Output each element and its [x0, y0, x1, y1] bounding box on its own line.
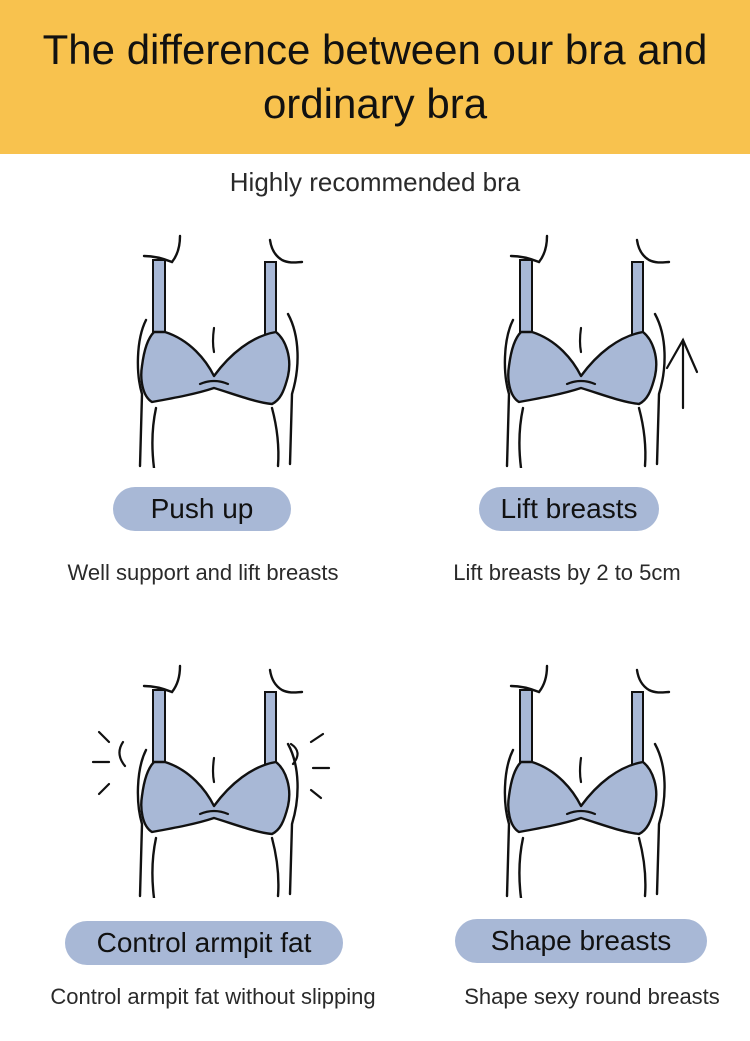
- feature-card-control-armpit-fat: Control armpit fat Control armpit fat wi…: [15, 658, 376, 1028]
- feature-description: Shape sexy round breasts: [464, 984, 720, 1009]
- feature-description: Lift breasts by 2 to 5cm: [453, 560, 681, 585]
- up-arrow-icon: [665, 337, 699, 410]
- feature-label: Shape breasts: [455, 919, 707, 963]
- bra-illustration-with-up-arrow-icon: [503, 234, 699, 468]
- banner-title: The difference between our bra and ordin…: [42, 26, 708, 127]
- header-banner: The difference between our bra and ordin…: [0, 0, 750, 154]
- feature-card-shape-breasts: Shape breasts Shape sexy round breasts: [385, 658, 745, 1028]
- bra-illustration-icon: [503, 664, 671, 898]
- feature-label: Push up: [113, 487, 291, 531]
- feature-description: Well support and lift breasts: [67, 560, 339, 585]
- feature-label: Lift breasts: [479, 487, 659, 531]
- feature-card-push-up: Push up Well support and lift breasts: [15, 228, 375, 598]
- feature-description: Control armpit fat without slipping: [50, 984, 376, 1009]
- subtitle: Highly recommended bra: [229, 167, 521, 197]
- squeeze-lines-icon: [91, 730, 331, 800]
- feature-card-lift-breasts: Lift breasts Lift breasts by 2 to 5cm: [385, 228, 745, 598]
- bra-illustration-with-side-lines-icon: [91, 664, 331, 898]
- feature-label: Control armpit fat: [65, 921, 343, 965]
- bra-illustration-icon: [136, 234, 304, 468]
